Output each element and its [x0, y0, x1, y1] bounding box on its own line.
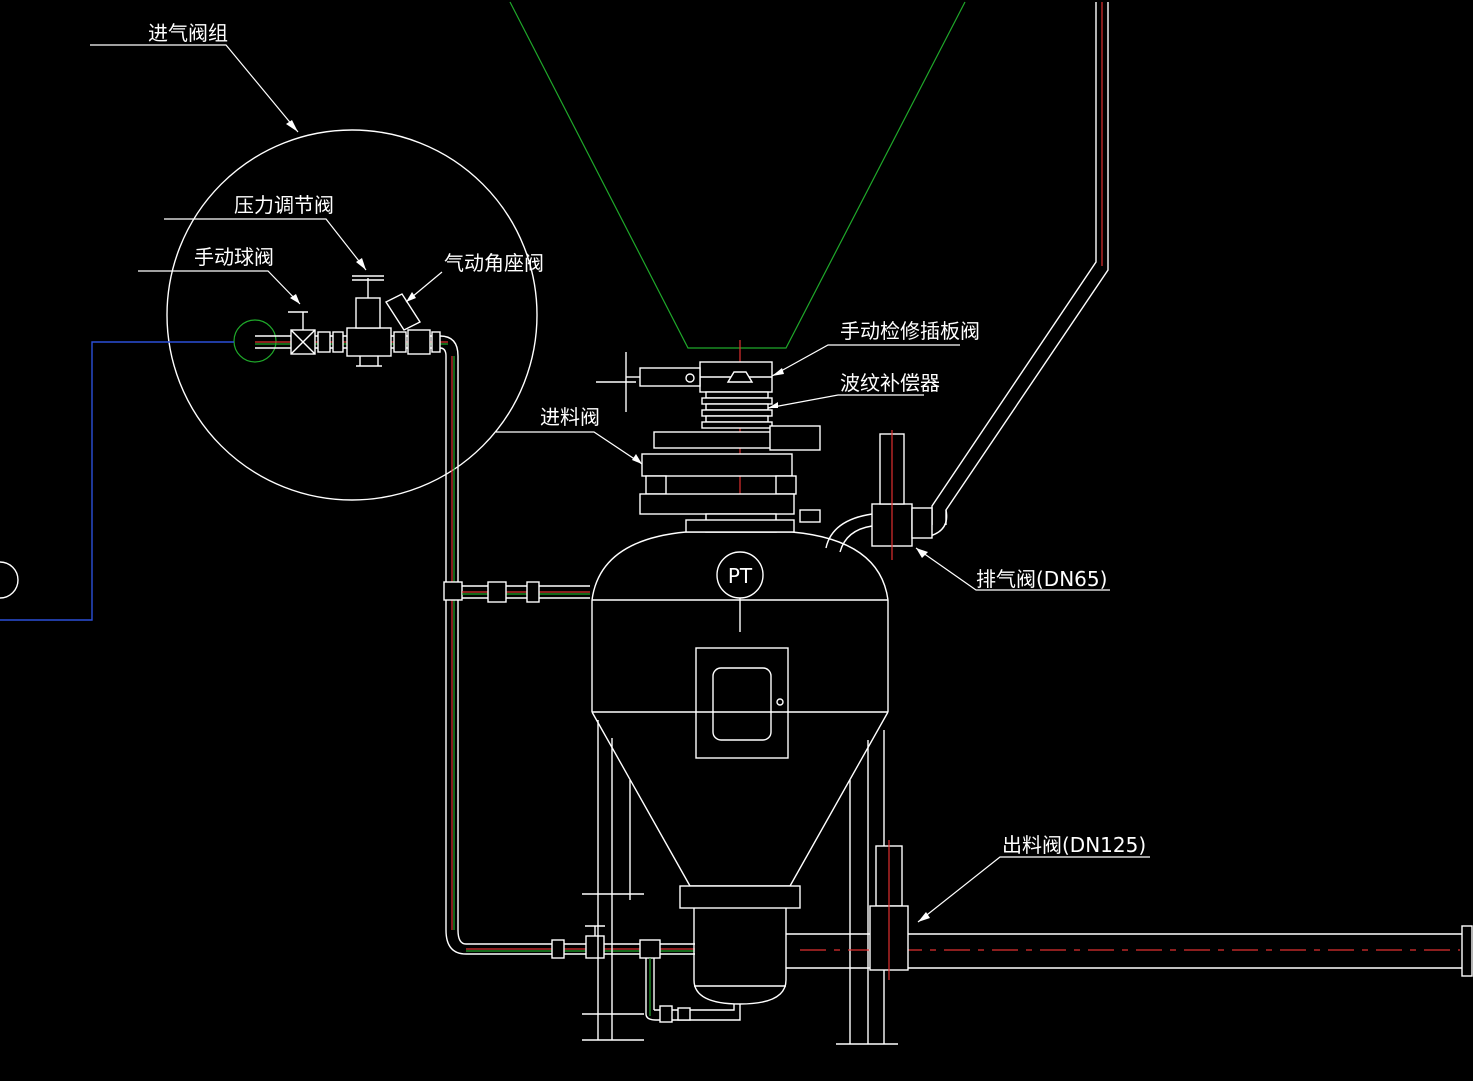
pneumatic-angle-seat-valve-icon — [384, 293, 441, 355]
labels: 进气阀组 压力调节阀 手动球阀 气动角座阀 手动检修插板阀 波纹补偿器 进料阀 … — [148, 21, 1146, 857]
label-manual-gate-valve: 手动检修插板阀 — [840, 319, 980, 343]
label-pneumatic-angle-seat-valve: 气动角座阀 — [444, 251, 544, 275]
label-bellows-compensator: 波纹补偿器 — [840, 371, 940, 395]
detail-circle — [166, 129, 538, 501]
label-feed-valve: 进料阀 — [540, 405, 600, 429]
pressure-regulating-valve-icon — [346, 275, 392, 367]
label-exhaust-valve: 排气阀(DN65) — [976, 567, 1107, 591]
feed-valve-icon — [639, 425, 821, 533]
side-valve-icon — [487, 581, 507, 603]
support-legs — [582, 720, 898, 1045]
label-pressure-regulating-valve: 压力调节阀 — [234, 193, 334, 217]
intake-valve-group — [0, 129, 538, 621]
air-supply-pipe — [0, 341, 234, 621]
outlet-flange — [1461, 925, 1473, 977]
label-manual-ball-valve: 手动球阀 — [194, 245, 274, 269]
storage-hopper — [509, 1, 966, 349]
discharge-line — [786, 840, 1473, 980]
exhaust-valve-assembly — [825, 430, 933, 560]
supply-pipe-end-icon — [0, 561, 19, 599]
air-line — [443, 356, 741, 1023]
label-discharge-valve: 出料阀(DN125) — [1002, 833, 1146, 857]
pressure-transmitter-icon — [716, 551, 764, 599]
exhaust-return-duct — [929, 2, 1109, 537]
tee-fitting — [443, 581, 463, 601]
sight-glass-frame — [695, 647, 789, 759]
pt-label: PT — [728, 564, 753, 588]
label-intake-valve-group: 进气阀组 — [148, 21, 228, 45]
manual-ball-valve-icon — [288, 311, 344, 355]
bottom-ball-valve-icon — [585, 925, 605, 959]
air-inlet-icon — [233, 319, 277, 363]
bellows-compensator-icon — [701, 391, 773, 429]
manual-gate-valve-icon — [596, 352, 773, 412]
inlet-stack — [596, 352, 821, 533]
leaders — [90, 44, 1150, 923]
sight-glass — [712, 667, 772, 741]
discharge-valve-icon — [869, 840, 909, 980]
